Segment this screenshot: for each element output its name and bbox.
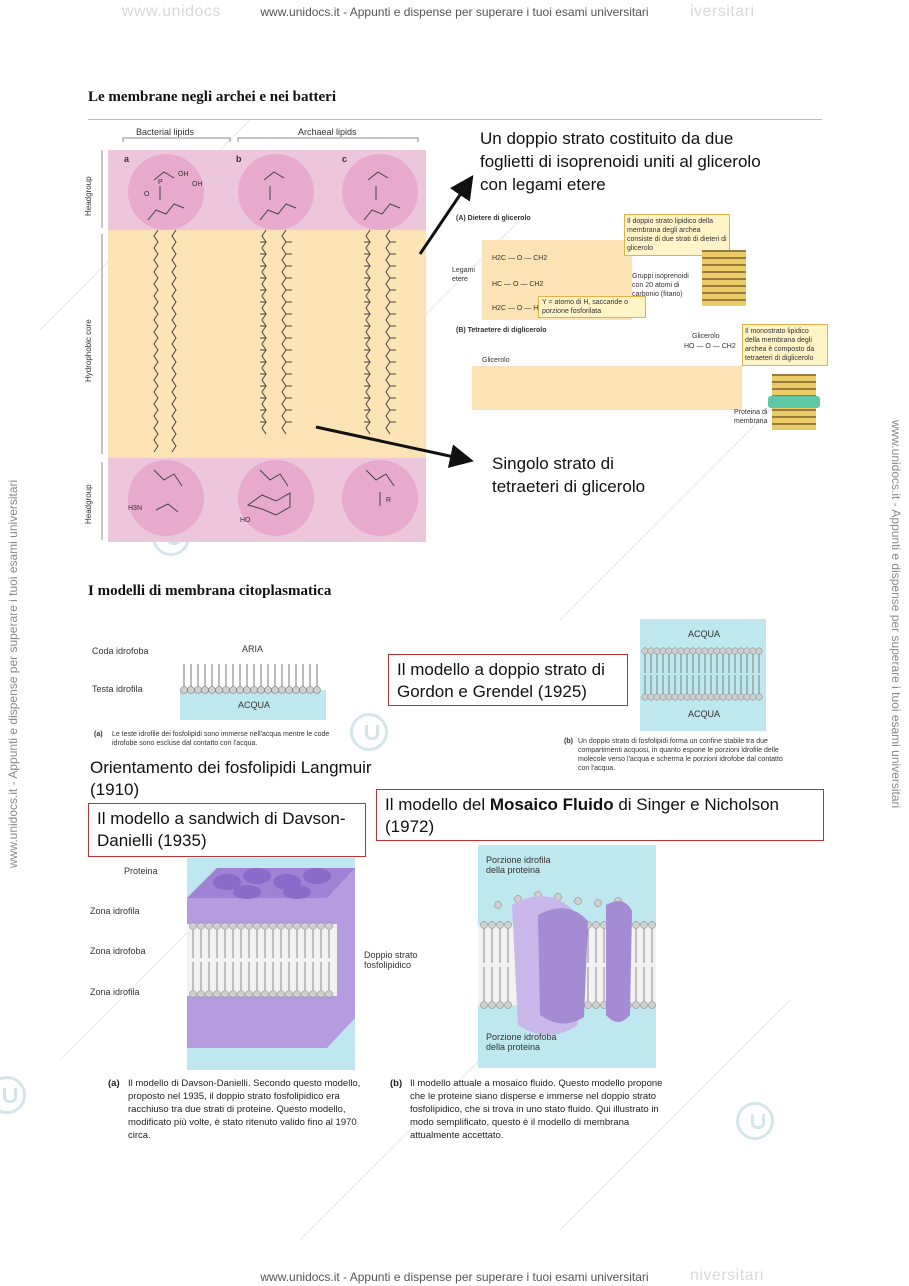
archaeal-lipids-label: Archaeal lipids [298, 127, 357, 137]
column-b-label: b [236, 154, 242, 164]
langmuir-figure: Coda idrofoba Testa idrofila ARIA ACQUA … [88, 640, 338, 760]
chem-row: HC — O — CH2 [492, 281, 544, 288]
chem-row: H2C — O — CH2 [492, 255, 548, 262]
proteina-label: Proteina di membrana [734, 409, 768, 425]
hydrophobic-core-label: Hydrophobic core [84, 319, 93, 382]
caption-a-marker: (a) [108, 1078, 120, 1089]
bilayer-water-figure: ACQUA ACQUA [640, 619, 766, 731]
acqua-top-label: ACQUA [688, 629, 721, 639]
aria-label: ARIA [242, 644, 264, 654]
monolayer-note-box: Il monostrato lipidico della membrana de… [742, 324, 828, 366]
gordon-grendel-box: Il modello a doppio strato di Gordon e G… [388, 654, 628, 706]
legami-etere-label: Legami etere [452, 267, 475, 283]
bacterial-lipids-label: Bacterial lipids [136, 127, 195, 137]
ether-lipid-diagram: (A) Dietere di glicerolo H2C — O — CH2 H… [452, 210, 832, 435]
coda-idrofoba-label: Coda idrofoba [92, 646, 149, 656]
chem-label: R [386, 497, 392, 504]
sandwich-art [187, 868, 355, 1048]
chem-label: H3N [128, 505, 143, 512]
acqua-bottom-label: ACQUA [688, 709, 721, 719]
glicerolo-label: Glicerolo [482, 357, 510, 364]
porzione-idrofila-label: Porzione idrofila della proteina [486, 855, 551, 875]
acqua-label: ACQUA [238, 700, 271, 710]
chem-label: OH [192, 181, 203, 188]
water-region [180, 690, 326, 720]
section-title-models: I modelli di membrana citoplasmatica [88, 583, 332, 599]
proteina-label: Proteina [124, 866, 158, 876]
headgroup-bottom-label: Headgroup [84, 484, 93, 524]
chem-row: HO — O — CH2 [684, 343, 736, 350]
caption-b-marker: (b) [564, 738, 573, 745]
header-watermark: www.unidocs.it - Appunti e dispense per … [260, 5, 649, 19]
chem-label: OH [178, 171, 189, 178]
callout-arrows [315, 175, 474, 468]
unidocs-logo-icon [736, 1102, 774, 1140]
caption-a-marker: (a) [94, 731, 103, 738]
membrane-protein-sketch [768, 396, 820, 408]
y-note-box: Y = atomo di H, saccaride o porzione fos… [538, 296, 646, 318]
sandwich-figure-bg [187, 858, 355, 1070]
column-a-label: a [124, 154, 130, 164]
mosaico-fluido-box: Il modello del Mosaico Fluido di Singer … [376, 789, 824, 841]
gruppi-isoprenoidi-label: Gruppi isoprenoidi con 20 atomi di carbo… [632, 273, 689, 298]
testa-idrofila-label: Testa idrofila [92, 684, 143, 694]
davson-danielli-box: Il modello a sandwich di Davson-Danielli… [88, 803, 366, 857]
callout-bilayer-text: Un doppio strato costituito da due fogli… [480, 129, 761, 194]
tetraetere-label: (B) Tetraetere di diglicerolo [456, 327, 547, 334]
lipid-figure: Bacterial lipids Archaeal lipids a b c H… [84, 120, 428, 542]
caption-b-marker: (b) [390, 1078, 403, 1089]
gordon-caption: Un doppio strato di fosfolipidi forma un… [578, 738, 783, 772]
fluid-mosaic-figure-bg [478, 845, 656, 1068]
chem-label: P [158, 179, 163, 186]
footer-watermark: www.unidocs.it - Appunti e dispense per … [260, 1270, 649, 1284]
langmuir-title: Orientamento dei fosfolipidi Langmuir (1… [90, 758, 372, 799]
lipid-figure-art [101, 137, 426, 542]
doppio-strato-label: Doppio strato fosfolipidico [364, 950, 418, 970]
section-title-archaea: Le membrane negli archei e nei batteri [88, 89, 336, 105]
mosaico-box-text: di Singer e Nicholson (1972) [385, 795, 779, 836]
zona-idrofoba-label: Zona idrofoba [90, 946, 146, 956]
tetraetere-highlight [472, 366, 742, 410]
glicerolo-label: Glicerolo [692, 333, 720, 340]
ghost-watermark-left: www.unidocs [122, 3, 221, 20]
ghost-watermark-footer: niversitari [690, 1267, 764, 1284]
zona-idrofila-label: Zona idrofila [90, 906, 140, 916]
unidocs-logo-icon [350, 713, 388, 751]
davson-caption: Il modello di Davson-Danielli. Secondo q… [128, 1078, 361, 1141]
ghost-watermark-right: iversitari [690, 3, 755, 20]
fluid-mosaic-art [478, 891, 656, 1035]
monolayer-art [180, 664, 321, 694]
zona-idrofila-label: Zona idrofila [90, 987, 140, 997]
callout-monolayer-text: Singolo strato di tetraeteri di glicerol… [492, 454, 646, 496]
headgroup-top-label: Headgroup [84, 176, 93, 216]
bilayer-note-box: Il doppio strato lipidico della membrana… [624, 214, 730, 256]
bilayer-sketch [702, 250, 746, 306]
mosaico-caption: Il modello attuale a mosaico fluido. Que… [410, 1078, 663, 1141]
divider [88, 119, 822, 120]
bilayer-art [641, 647, 763, 701]
dietere-label: (A) Dietere di glicerolo [456, 215, 531, 222]
porzione-idrofoba-label: Porzione idrofoba della proteina [486, 1032, 557, 1052]
langmuir-caption: Le teste idrofile dei fosfolipidi sono i… [112, 731, 330, 747]
column-c-label: c [342, 154, 348, 164]
mosaico-box-text: Il modello del [385, 795, 490, 814]
chem-label: O [144, 191, 150, 198]
unidocs-logo-icon [0, 1076, 26, 1114]
chem-label: HO [240, 517, 251, 524]
mosaico-box-bold: Mosaico Fluido [489, 795, 614, 814]
chem-row: H2C — O — H [492, 305, 539, 312]
